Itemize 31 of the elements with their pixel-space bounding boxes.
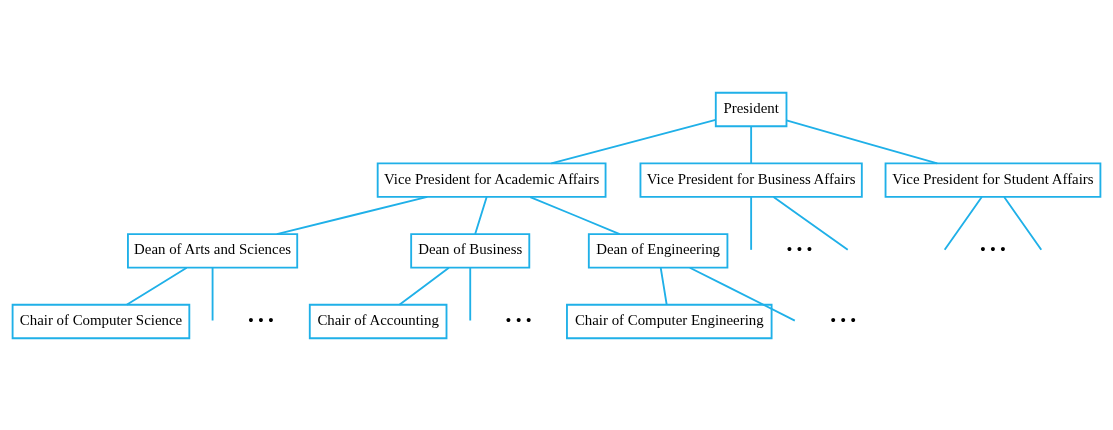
node-box: Dean of Engineering bbox=[587, 232, 729, 268]
label: • • • bbox=[979, 239, 1006, 259]
label: • • • bbox=[786, 239, 813, 259]
connector bbox=[125, 266, 188, 306]
label: • • • bbox=[830, 310, 857, 330]
connector bbox=[750, 124, 753, 164]
node-box: Vice President for Student Affairs bbox=[884, 162, 1102, 198]
node-box: Dean of Business bbox=[410, 232, 531, 268]
connector bbox=[529, 195, 621, 235]
connector bbox=[398, 266, 450, 306]
label: • • • bbox=[505, 310, 532, 330]
label: • • • bbox=[247, 310, 274, 330]
connector bbox=[659, 266, 668, 306]
connector bbox=[1003, 195, 1043, 251]
connector bbox=[943, 195, 983, 251]
node-box: Chair of Accounting bbox=[308, 303, 448, 339]
node-box: Chair of Computer Engineering bbox=[566, 303, 773, 339]
node-box: Vice President for Academic Affairs bbox=[376, 162, 607, 198]
connector bbox=[772, 195, 849, 251]
connector bbox=[750, 195, 753, 251]
connector bbox=[550, 118, 717, 164]
connector bbox=[688, 266, 796, 321]
connector bbox=[211, 266, 214, 321]
node-box: Vice President for Business Affairs bbox=[639, 162, 863, 198]
connector bbox=[275, 195, 429, 235]
connector bbox=[469, 266, 472, 321]
node-box: President bbox=[714, 91, 788, 127]
connector bbox=[785, 119, 939, 164]
node-box: Dean of Arts and Sciences bbox=[127, 232, 299, 268]
connector bbox=[474, 195, 488, 235]
node-box: Chair of Computer Science bbox=[11, 303, 191, 339]
